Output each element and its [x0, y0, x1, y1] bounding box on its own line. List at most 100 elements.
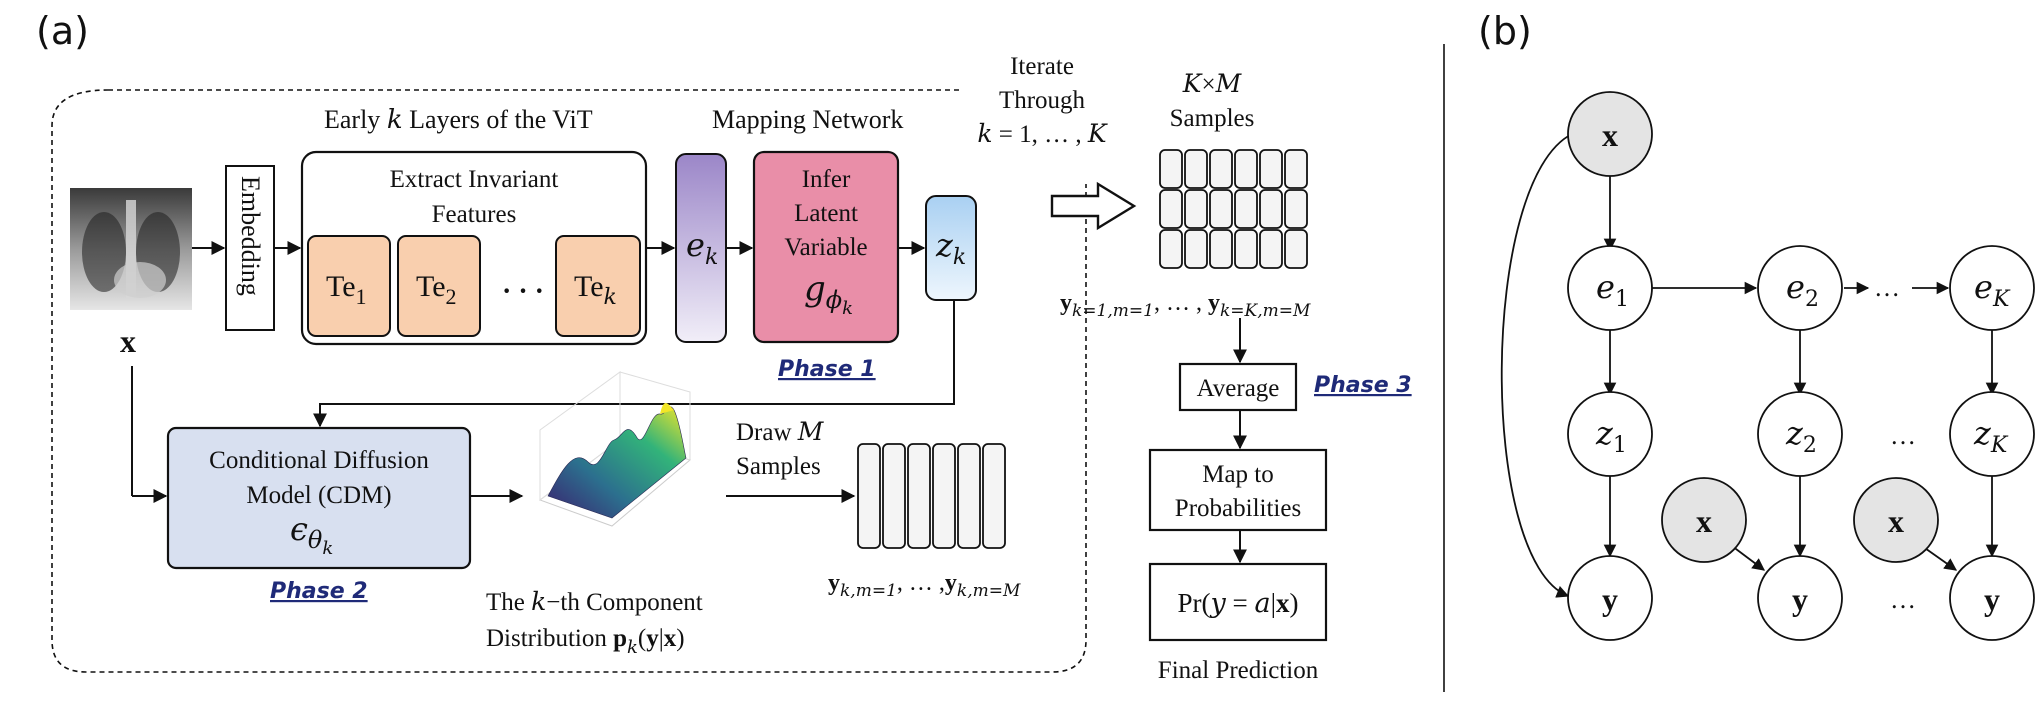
km-sample-cell	[1259, 149, 1283, 189]
graphical-model: x e1 e2 … eK z1 z2 … zK x x y y … y	[1500, 91, 2035, 641]
km-sample-cell	[1159, 229, 1183, 269]
node-x-K	[1853, 477, 1939, 563]
te-ellipsis: · · ·	[502, 276, 544, 307]
node-x-2-label: x	[1696, 503, 1712, 539]
cdm-line2: Model (CDM)	[246, 482, 391, 509]
node-y-ellipsis: …	[1890, 585, 1916, 614]
km-sample-cell	[1184, 229, 1208, 269]
node-z1	[1567, 391, 1653, 477]
node-x-top-label: x	[1602, 117, 1618, 153]
sample-bar	[857, 443, 881, 549]
node-z1-label: z1	[1595, 414, 1627, 458]
phase1-label: Phase 1	[778, 357, 876, 382]
cdm-line1: Conditional Diffusion	[209, 447, 429, 474]
pr-label: Pr(y = a|x)	[1177, 588, 1298, 619]
node-e1-label: e1	[1596, 268, 1629, 312]
km-sample-cell	[1284, 149, 1308, 189]
m-samples-label: yk,m=1, … ,yk,m=M	[828, 570, 1021, 601]
te2-block	[397, 235, 481, 337]
component-line2: Distribution pk(y|x)	[486, 625, 685, 658]
node-z2-label: z2	[1785, 414, 1817, 458]
final-prediction-label: Final Prediction	[1158, 657, 1319, 684]
node-z-ellipsis: …	[1890, 421, 1916, 450]
embedding-block	[225, 165, 275, 331]
iterate-line3: k = 1, … , K	[977, 119, 1108, 148]
component-distribution-surface	[538, 371, 692, 527]
node-zK-label: zK	[1973, 414, 2009, 458]
km-line2: Samples	[1170, 105, 1255, 132]
node-e2	[1757, 245, 1843, 331]
ek-label: ek	[686, 226, 718, 270]
node-yK-label: y	[1984, 581, 2000, 617]
zk-latent-block	[925, 195, 977, 301]
km-sample-cell	[1209, 189, 1233, 229]
zk-label: zk	[935, 226, 966, 270]
node-z2	[1757, 391, 1843, 477]
x-input-label: x	[120, 323, 136, 359]
embedding-label: Embedding	[236, 176, 265, 296]
node-x-2	[1661, 477, 1747, 563]
iterate-line1: Iterate	[1010, 53, 1074, 80]
infer-line2: Latent	[794, 200, 858, 227]
g-phi-label: gϕk	[804, 269, 853, 319]
km-sample-cell	[1159, 189, 1183, 229]
km-sample-cell	[1209, 149, 1233, 189]
node-zK	[1949, 391, 2035, 477]
node-e-ellipsis: …	[1874, 273, 1900, 302]
phase2-label: Phase 2	[270, 579, 368, 604]
average-label: Average	[1197, 375, 1280, 402]
infer-line3: Variable	[784, 234, 867, 261]
cdm-epsilon-label: ϵθk	[290, 510, 333, 559]
km-sample-cell	[1234, 149, 1258, 189]
mapping-network-title: Mapping Network	[712, 105, 903, 134]
km-sample-cell	[1234, 229, 1258, 269]
node-eK-label: eK	[1974, 268, 2011, 312]
km-sample-cell	[1284, 189, 1308, 229]
km-sample-cell	[1234, 189, 1258, 229]
iteration-region-border	[51, 89, 1087, 673]
km-sample-cell	[1184, 149, 1208, 189]
pr-block	[1148, 562, 1328, 642]
panel-b-label: (b)	[1478, 9, 1532, 53]
extract-features-line1: Extract Invariant	[390, 166, 559, 193]
m-samples-block	[857, 443, 1006, 549]
km-sample-cell	[1259, 229, 1283, 269]
node-y2-label: y	[1792, 581, 1808, 617]
map-line2: Probabilities	[1175, 495, 1301, 522]
km-samples-grid	[1159, 149, 1308, 269]
sample-bar	[957, 443, 981, 549]
node-y1	[1567, 555, 1653, 641]
node-yK	[1949, 555, 2035, 641]
infer-line1: Infer	[802, 166, 851, 193]
km-sample-cell	[1184, 189, 1208, 229]
node-eK	[1949, 245, 2035, 331]
te2-label: Te2	[416, 270, 457, 309]
map-line1: Map to	[1202, 461, 1274, 488]
panel-a-label: (a)	[36, 9, 89, 53]
phase3-label: Phase 3	[1314, 373, 1412, 398]
km-sample-cell	[1284, 229, 1308, 269]
draw-line2: Samples	[736, 453, 821, 480]
component-line1: The k−th Component	[486, 587, 703, 616]
node-x-K-label: x	[1888, 503, 1904, 539]
node-e2-label: e2	[1786, 268, 1819, 312]
node-y1-label: y	[1602, 581, 1618, 617]
sample-bar	[882, 443, 906, 549]
km-line1: K×M	[1182, 69, 1243, 98]
early-layers-title: Early k Layers of the ViT	[324, 105, 593, 135]
average-block	[1178, 362, 1298, 412]
sample-bar	[932, 443, 956, 549]
sample-bar	[982, 443, 1006, 549]
iterate-arrow	[1050, 181, 1137, 231]
km-sample-cell	[1209, 229, 1233, 269]
cdm-block	[166, 426, 472, 570]
node-y2	[1757, 555, 1843, 641]
extract-features-line2: Features	[432, 201, 517, 228]
xray-image	[70, 188, 192, 310]
node-e1	[1567, 245, 1653, 331]
te1-block	[307, 235, 391, 337]
tek-label: Tek	[574, 270, 617, 310]
sample-bar	[907, 443, 931, 549]
km-samples-label: yk=1,m=1, … , yk=K,m=M	[1060, 290, 1311, 321]
